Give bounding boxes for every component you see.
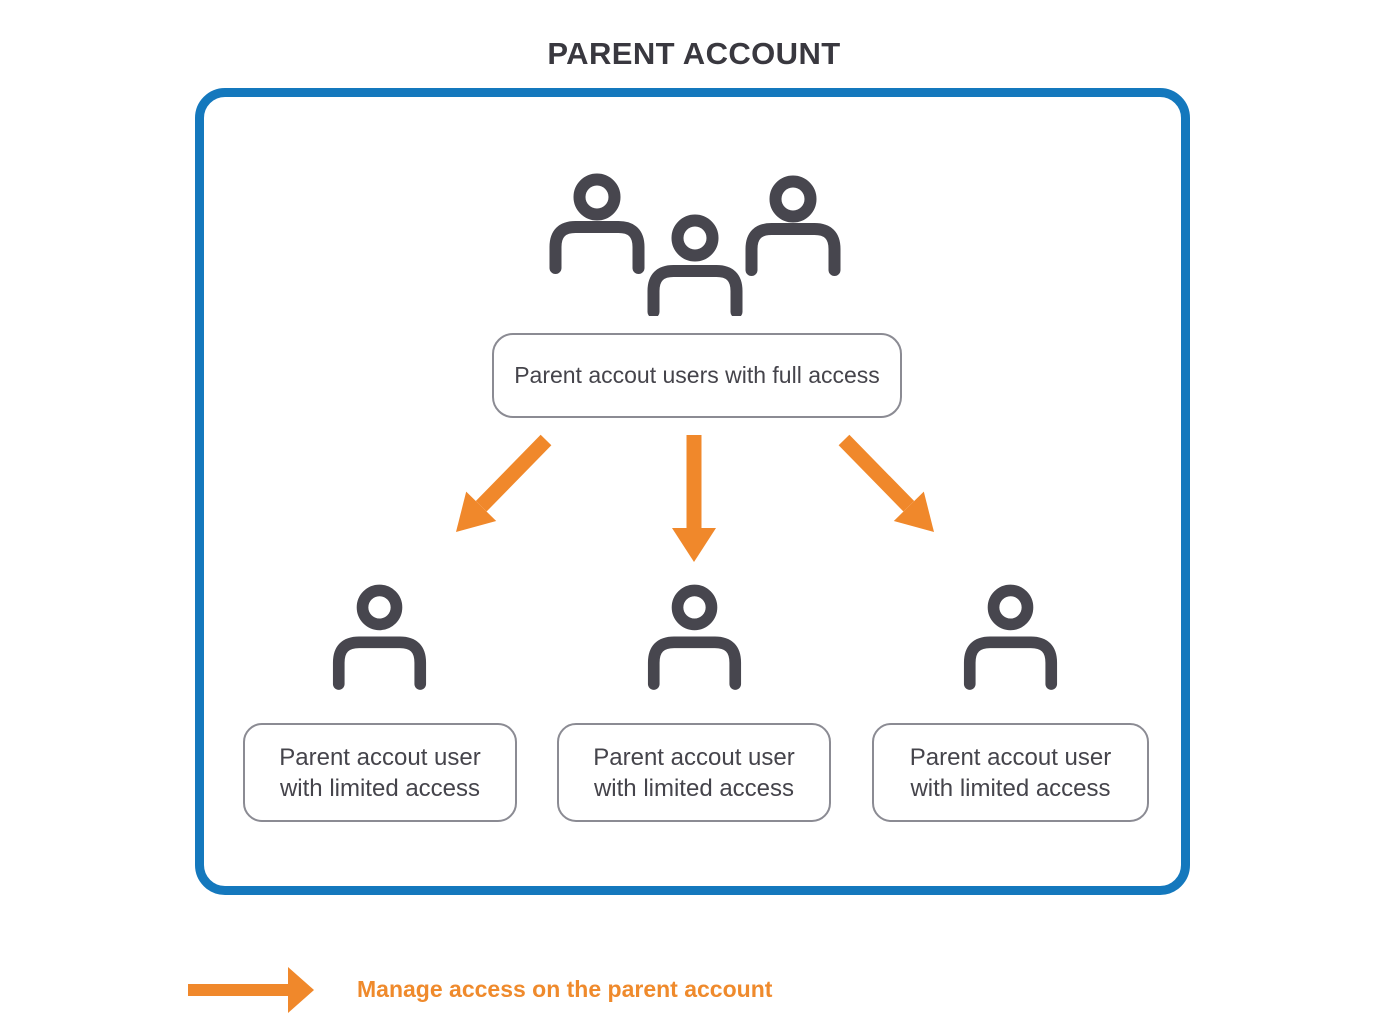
single-user-icon <box>332 584 427 690</box>
full-access-label: Parent accout users with full access <box>514 362 880 388</box>
down-arrow-icon <box>672 435 716 562</box>
group-users-icon <box>549 173 841 316</box>
legend: Manage access on the parent account <box>188 962 772 1016</box>
full-access-node: Parent accout users with full access <box>492 333 902 418</box>
down-left-arrow-icon <box>456 434 552 532</box>
page-title: PARENT ACCOUNT <box>547 36 841 71</box>
limited-access-label-line1: Parent accout user <box>279 743 481 771</box>
legend-label: Manage access on the parent account <box>357 975 773 1002</box>
single-user-icon <box>647 584 742 690</box>
limited-access-node: Parent accout user with limited access <box>872 723 1149 822</box>
limited-access-node: Parent accout user with limited access <box>557 723 831 822</box>
limited-access-label-line1: Parent accout user <box>909 743 1112 771</box>
limited-access-label-line1: Parent accout user <box>593 743 795 771</box>
parent-account-container: Parent accout users with full access <box>195 88 1190 895</box>
manage-access-arrows <box>456 434 934 562</box>
down-right-arrow-icon <box>838 434 934 532</box>
limited-access-node: Parent accout user with limited access <box>243 723 517 822</box>
limited-access-label-line2: with limited access <box>593 774 795 802</box>
single-user-icon <box>963 584 1058 690</box>
limited-access-label-line2: with limited access <box>910 774 1111 802</box>
right-arrow-icon <box>188 967 314 1013</box>
limited-access-label-line2: with limited access <box>279 774 481 802</box>
